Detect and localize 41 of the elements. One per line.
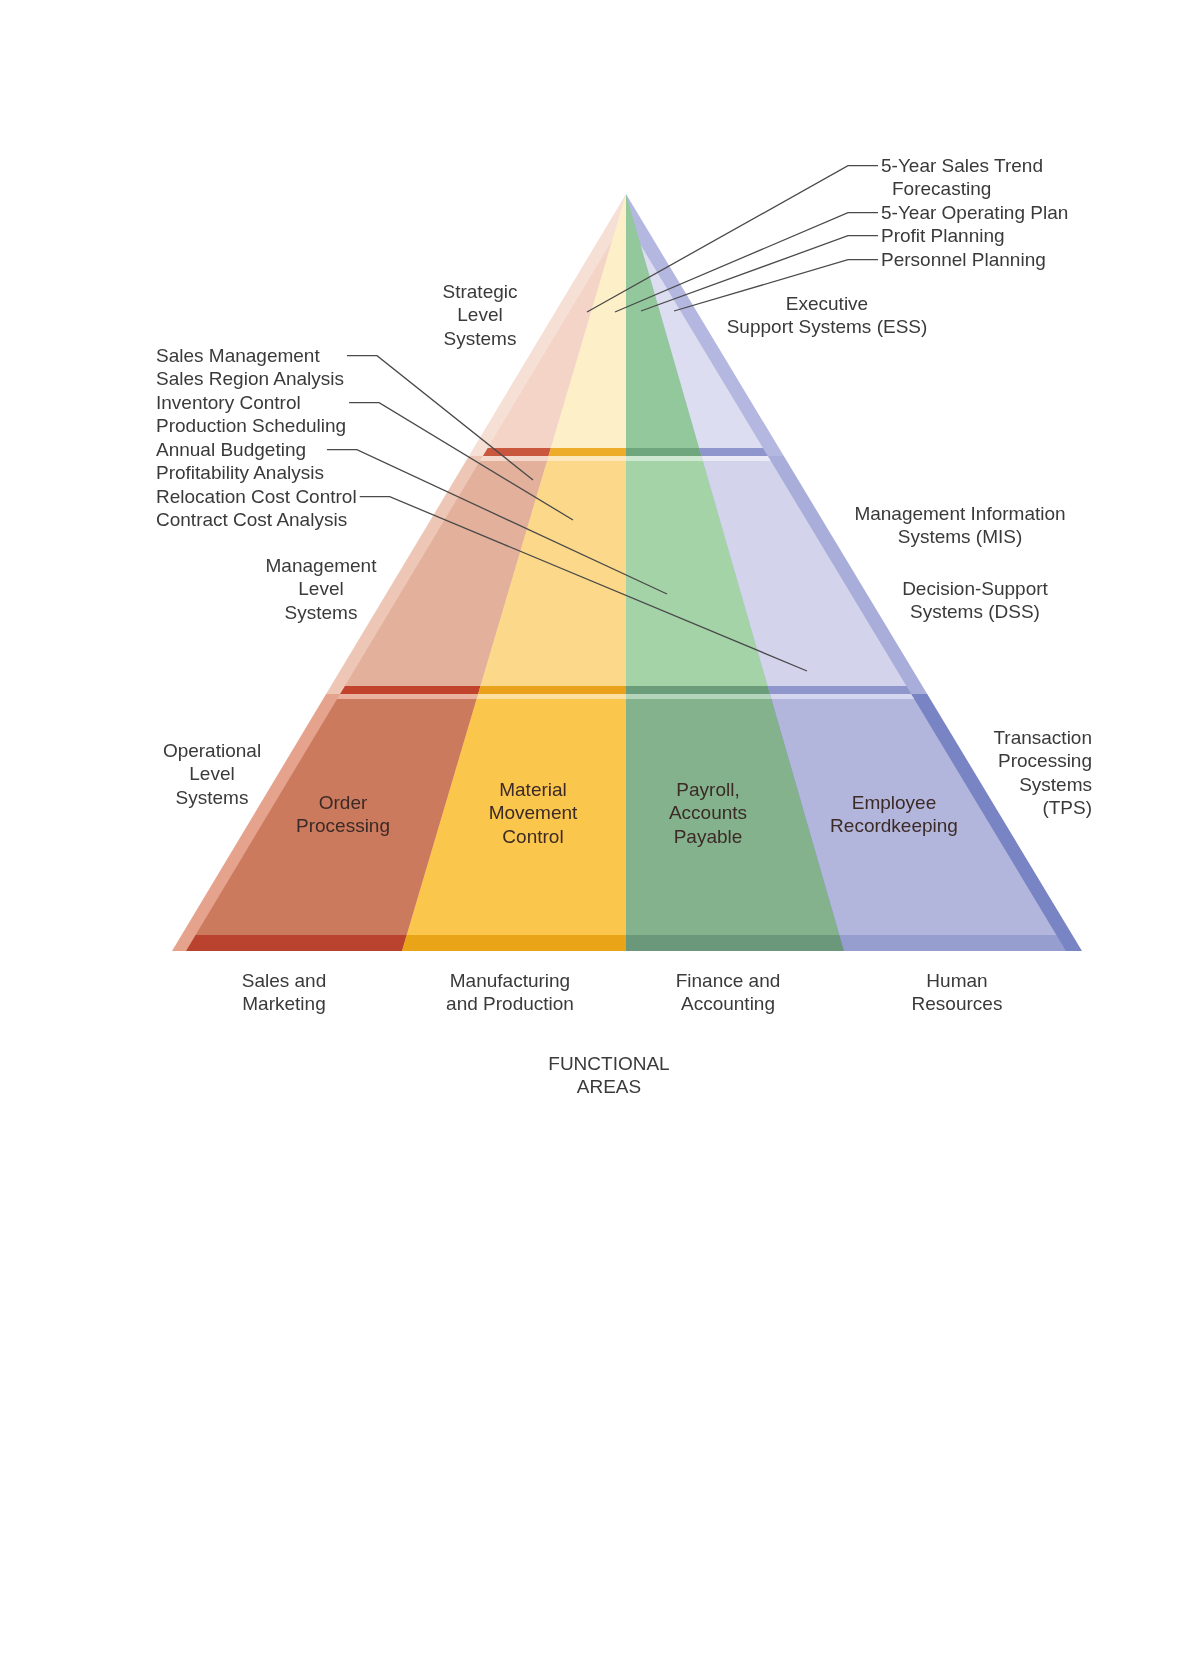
tier-label: Strategic Level Systems	[442, 280, 518, 351]
segment-label: Payroll, Accounts Payable	[668, 778, 748, 849]
leader-line	[640, 235, 879, 312]
leader-line	[359, 496, 808, 672]
leader-line	[326, 449, 668, 595]
item-label: Contract Cost Analysis	[156, 508, 349, 532]
pyramid-segment	[548, 194, 626, 456]
area-label: Finance and Accounting	[675, 969, 781, 1016]
item-label: Profit Planning	[881, 224, 1005, 248]
item-label: Relocation Cost Control	[156, 485, 357, 509]
leader-line	[586, 165, 879, 313]
segment-label: Order Processing	[296, 791, 390, 838]
item-label: Inventory Control	[156, 391, 302, 415]
system-type-label: Executive Support Systems (ESS)	[726, 292, 928, 339]
pyramid-segment	[402, 694, 626, 951]
pyramid-segment	[626, 456, 770, 694]
item-label: Personnel Planning	[881, 248, 1046, 272]
pyramid-segment	[478, 456, 626, 694]
system-type-label: Management Information Systems (MIS)	[854, 502, 1066, 549]
item-label: 5-Year Operating Plan	[881, 201, 1069, 225]
item-label: Production Scheduling	[156, 414, 347, 438]
item-label: Profitability Analysis	[156, 461, 324, 485]
leader-line	[614, 212, 879, 313]
system-type-label: Decision-Support Systems (DSS)	[902, 577, 1048, 624]
leader-line	[346, 355, 534, 481]
system-type-label: Transaction Processing Systems (TPS)	[993, 726, 1092, 820]
item-label: Annual Budgeting	[156, 438, 307, 462]
tier-label: Operational Level Systems	[162, 739, 262, 810]
area-heading: FUNCTIONAL AREAS	[548, 1052, 670, 1099]
item-label: 5-Year Sales Trend Forecasting	[881, 154, 1043, 201]
segment-label: Employee Recordkeeping	[830, 791, 958, 838]
segment-label: Material Movement Control	[488, 778, 578, 849]
item-label: Sales Region Analysis	[156, 367, 344, 391]
tier-label: Management Level Systems	[265, 554, 377, 625]
area-label: Sales and Marketing	[241, 969, 327, 1016]
item-label: Sales Management	[156, 344, 321, 368]
leader-line	[348, 402, 574, 521]
area-label: Human Resources	[911, 969, 1003, 1016]
leader-line	[673, 259, 879, 312]
area-label: Manufacturing and Production	[446, 969, 574, 1016]
pyramid-segment	[626, 194, 702, 456]
